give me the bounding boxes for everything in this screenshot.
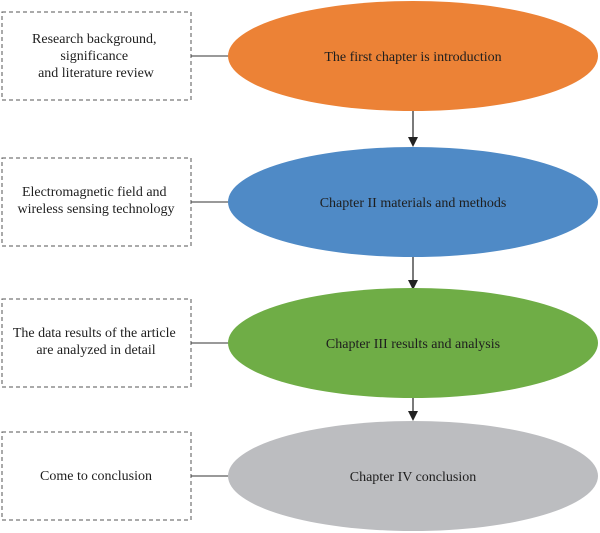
note-text-4: Come to conclusion (40, 469, 152, 484)
note-box-1 (1, 11, 192, 101)
chapter-ellipse-2 (228, 147, 598, 257)
row-4: Come to conclusion Chapter IV conclusion (1, 421, 598, 531)
chapter-ellipse-1 (228, 1, 598, 111)
arrow-3 (408, 398, 418, 421)
note-box-2 (1, 157, 192, 247)
row-1: Research background, significance and li… (1, 1, 598, 111)
note-box-3 (1, 298, 192, 388)
chapter-label-2: Chapter II materials and methods (320, 196, 507, 211)
chapter-ellipse-4 (228, 421, 598, 531)
arrow-1 (408, 111, 418, 147)
row-2: Electromagnetic field and wireless sensi… (1, 147, 598, 257)
note-text-2: Electromagnetic field and wireless sensi… (17, 185, 174, 217)
chapter-label-3: Chapter III results and analysis (326, 337, 500, 352)
chapter-label-4: Chapter IV conclusion (350, 470, 477, 485)
arrow-2 (408, 257, 418, 290)
note-text-1: Research background, significance and li… (32, 32, 160, 81)
chapter-label-1: The first chapter is introduction (324, 50, 501, 65)
chapter-ellipse-3 (228, 288, 598, 398)
note-text-3: The data results of the article are anal… (13, 326, 179, 358)
row-3: The data results of the article are anal… (1, 288, 598, 398)
